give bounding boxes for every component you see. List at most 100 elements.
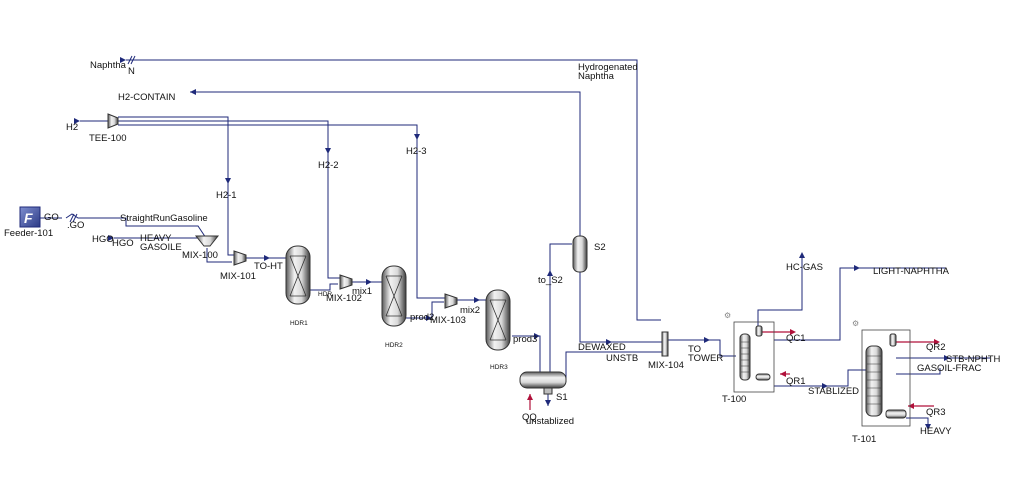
arrow-prod3 — [534, 333, 540, 339]
label-hdr3: HDR3 — [490, 364, 508, 371]
mix-101[interactable] — [233, 250, 247, 266]
label-h2-2: H2-2 — [318, 160, 339, 171]
arrow-stb-nphth — [944, 355, 950, 361]
arrow-h2 — [74, 118, 80, 124]
tee-icon — [107, 113, 119, 129]
label-mix2: mix2 — [460, 305, 480, 316]
t-100-tower — [739, 333, 751, 381]
label-naphtha-n: N — [128, 66, 135, 77]
label-dewaxed: DEWAXED — [578, 342, 626, 353]
s2-separator[interactable] — [572, 235, 588, 273]
label-hydrogenated: Hydrogenated — [578, 62, 638, 73]
h2-1-stream-line[interactable] — [118, 116, 234, 256]
tee-100[interactable] — [107, 113, 119, 129]
label-hdr2: HDR2 — [385, 342, 403, 349]
s1-separator[interactable] — [519, 371, 567, 395]
label-qc1: QC1 — [786, 333, 806, 344]
label-mix1: mix1 — [352, 286, 372, 297]
hdr3-bed — [489, 299, 507, 341]
label-s1: S1 — [556, 392, 568, 403]
label-mix-103: MIX-103 — [430, 315, 466, 326]
qr3-arrow — [908, 403, 914, 409]
label-h2-1: H2-1 — [216, 190, 237, 201]
h2-3-stream-line[interactable] — [118, 124, 445, 299]
gasoil-frac-stream-line[interactable] — [896, 368, 941, 375]
mix-103[interactable] — [444, 293, 458, 309]
label-hdr1: HDR1 — [290, 320, 308, 327]
label-light-naphtha: LIGHT-NAPHTHA — [873, 266, 950, 277]
label-heavy-gasoile-2: GASOILE — [140, 242, 182, 253]
label-stablized: STABLIZED — [808, 386, 859, 397]
arrow-h2-1 — [225, 178, 231, 184]
arrow-prod2 — [426, 315, 432, 321]
label-naphtha: Naphtha — [90, 60, 127, 71]
label-qr3: QR3 — [926, 407, 946, 418]
energy-streams — [527, 329, 940, 410]
mix-100-icon — [194, 235, 220, 247]
hc-gas-stream-line[interactable] — [757, 256, 803, 326]
t-100-column[interactable]: ⚙ — [724, 311, 775, 393]
s1-vessel — [519, 371, 567, 389]
mix-100[interactable] — [194, 235, 220, 247]
unstb-stream-line[interactable] — [565, 351, 662, 382]
arrow-to-ht — [264, 255, 270, 261]
to-s2-stream-line[interactable] — [549, 243, 572, 372]
t-100-reboiler — [755, 373, 771, 381]
h2-2-stream-line[interactable] — [118, 120, 340, 279]
arrow-to-tower — [704, 337, 710, 343]
arrow-mix2 — [474, 297, 480, 303]
label-h2: H2 — [66, 122, 78, 133]
label-hc-gas: HC-GAS — [786, 262, 823, 273]
qr2-arrow — [934, 339, 940, 345]
arrow-light-naphtha — [854, 265, 860, 271]
label-hydrogenated-naphtha: Naphtha — [578, 71, 615, 82]
arrow-heavy — [925, 424, 931, 430]
straight-run-stream-line[interactable] — [65, 213, 207, 239]
feeder-101[interactable]: F — [19, 206, 41, 228]
label-qq: QQ — [522, 412, 537, 423]
h2-contain-stream-line[interactable] — [190, 91, 581, 237]
label-unstablized: unstablized — [526, 416, 574, 427]
hdr-stream-line[interactable] — [310, 283, 338, 291]
arrow-naphtha — [120, 57, 126, 63]
t-100-trays — [741, 341, 749, 373]
t-100-condenser — [755, 325, 763, 337]
label-heavy-gasoile-1: HEAVY — [140, 233, 172, 244]
label-hdr: HDR — [318, 291, 332, 298]
break-markers — [69, 55, 136, 223]
to-tower-stream-line[interactable] — [668, 339, 736, 357]
t-101-column[interactable]: ⚙ — [852, 319, 911, 427]
label-t-100: T-100 — [722, 394, 746, 405]
label-qr1: QR1 — [786, 376, 806, 387]
label-mix-104: MIX-104 — [648, 360, 684, 371]
label-mix-101: MIX-101 — [220, 271, 256, 282]
stream-lines — [40, 59, 990, 428]
mix-102[interactable] — [339, 274, 353, 290]
prod2-stream-line[interactable] — [398, 301, 444, 319]
arrow-dewaxed — [606, 339, 612, 345]
arrow-unstablized — [545, 400, 551, 406]
mix-104[interactable] — [661, 331, 669, 357]
t-101-reboiler — [885, 409, 907, 419]
label-feeder: Feeder-101 — [4, 228, 53, 239]
label-to-ht: TO-HT — [254, 261, 283, 272]
stream-arrows — [34, 57, 950, 430]
t-101-badge: ⚙ — [852, 319, 859, 328]
naphtha-stream-line[interactable] — [126, 59, 661, 321]
label-qr2: QR2 — [926, 342, 946, 353]
s1-boot — [543, 387, 553, 395]
t-101-trays — [867, 355, 881, 405]
hdr2-reactor[interactable] — [381, 265, 407, 327]
hdr3-reactor[interactable] — [485, 289, 511, 351]
label-prod2: prod2 — [410, 312, 434, 323]
stablized-stream-line[interactable] — [774, 369, 866, 387]
mix100-out-line[interactable] — [206, 248, 232, 263]
label-stb-nphth: STB-NPHTH — [946, 354, 1001, 365]
dewaxed-stream-line[interactable] — [579, 272, 662, 343]
hdr1-reactor[interactable] — [285, 245, 311, 305]
hdr2-bed — [385, 275, 403, 317]
label-hgo-2: HGO — [112, 238, 134, 249]
label-hgo: HGO — [92, 234, 114, 245]
light-naphtha-stream-line[interactable] — [774, 267, 946, 341]
arrow-hgo — [108, 235, 114, 241]
